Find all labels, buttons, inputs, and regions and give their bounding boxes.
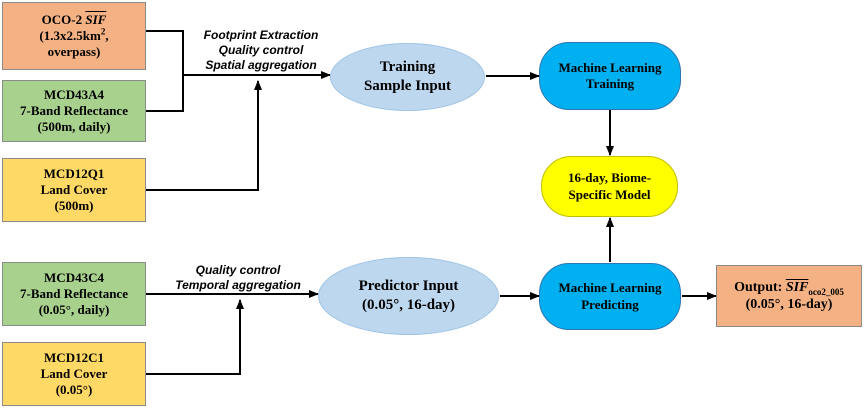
connector-mcd12q1 bbox=[146, 80, 262, 191]
sif-symbol: SIF bbox=[785, 279, 809, 295]
ml-training: Machine Learning Training bbox=[539, 42, 681, 110]
source-mcd12c1: MCD12C1 Land Cover (0.05°) bbox=[2, 342, 146, 406]
annotation-bottom: Quality control Temporal aggregation bbox=[175, 263, 301, 292]
connector-mcd12c1 bbox=[146, 299, 244, 375]
biome-specific-model: 16-day, Biome- Specific Model bbox=[541, 156, 678, 217]
training-sample-input: Training Sample Input bbox=[330, 43, 485, 111]
output-box: Output: SIFoco2_005 (0.05°, 16-day) bbox=[716, 265, 862, 327]
source-mcd12q1: MCD12Q1 Land Cover (500m) bbox=[2, 158, 146, 222]
connector-oco2 bbox=[146, 30, 184, 112]
source-mcd43a4: MCD43A4 7-Band Reflectance (500m, daily) bbox=[2, 80, 146, 142]
ml-predicting: Machine Learning Predicting bbox=[539, 263, 681, 330]
annotation-top: Footprint Extraction Quality control Spa… bbox=[203, 28, 319, 72]
source-mcd43c4: MCD43C4 7-Band Reflectance (0.05°, daily… bbox=[2, 262, 146, 326]
predictor-input: Predictor Input (0.05°, 16-day) bbox=[318, 257, 499, 335]
sif-symbol: SIF bbox=[85, 11, 107, 27]
source-oco2-sif: OCO-2 SIF (1.3x2.5km2, overpass) bbox=[2, 2, 146, 70]
